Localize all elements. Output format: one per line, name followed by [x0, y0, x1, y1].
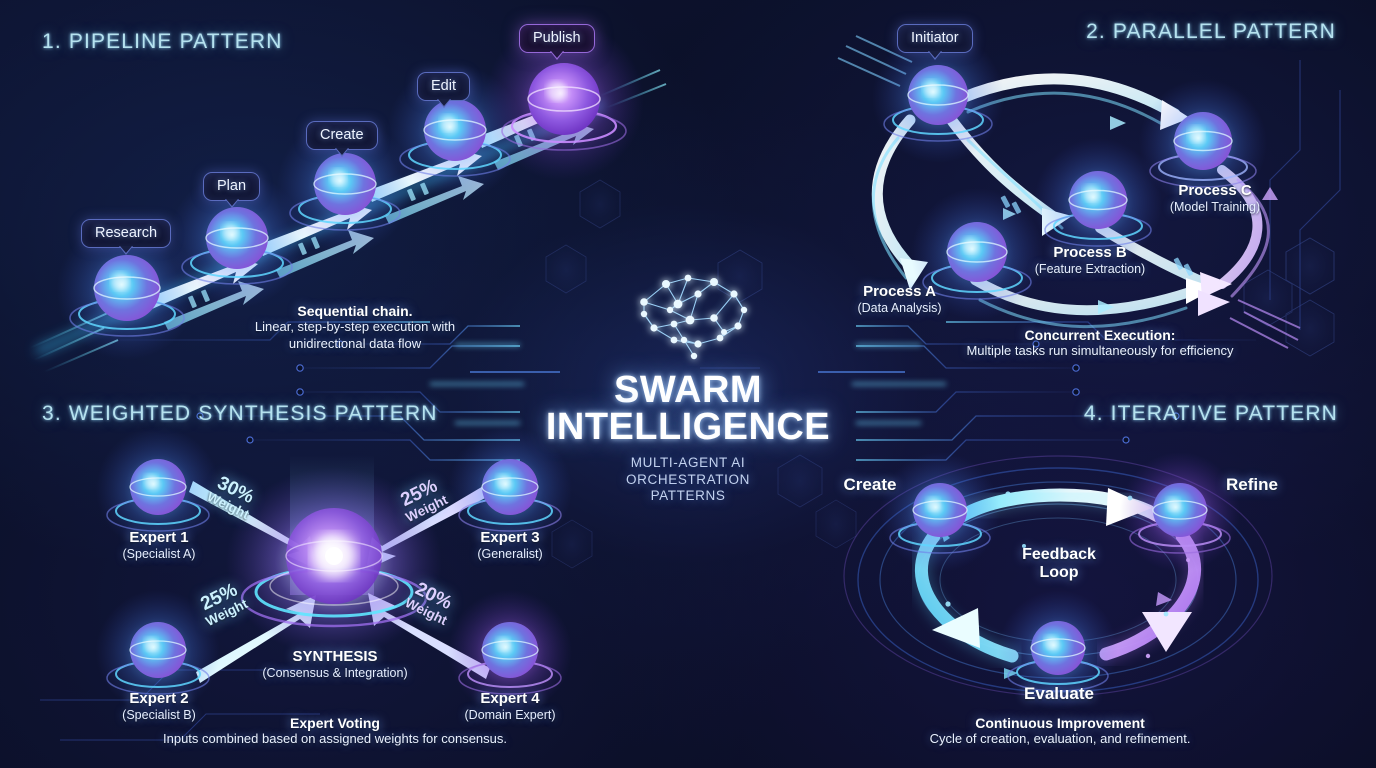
badge-label: Create — [320, 127, 364, 143]
parallel-caption-line1: Multiple tasks run simultaneously for ef… — [966, 343, 1234, 358]
feedback-loop-line2: Loop — [1039, 564, 1079, 581]
process-a-name: Process A — [863, 283, 936, 300]
iterative-create-label: Create — [843, 475, 897, 494]
badge-label: Edit — [431, 78, 456, 94]
heading-iterative: 4. ITERATIVE PATTERN — [1083, 402, 1338, 425]
brand-title: SWARM INTELLIGENCE — [538, 369, 838, 449]
expert-2-detail: (Specialist B) — [122, 708, 196, 722]
iterative-caption-title: Continuous Improvement — [975, 715, 1145, 731]
label-feedback-loop: Feedback Loop — [990, 546, 1128, 582]
brand-subtitle: MULTI-AGENT AI ORCHESTRATION PATTERNS — [538, 455, 838, 504]
brand-subtitle-line3: PATTERNS — [650, 488, 726, 504]
label-process-b: Process B (Feature Extraction) — [1012, 244, 1168, 276]
expert-3-detail: (Generalist) — [477, 547, 543, 561]
pipeline-badge-research[interactable]: Research — [81, 219, 172, 255]
heading-parallel: 2. PARALLEL PATTERN — [1086, 20, 1336, 43]
expert-4-detail: (Domain Expert) — [464, 708, 556, 722]
expert-2-name: Expert 2 — [129, 690, 189, 707]
label-synthesis-core: SYNTHESIS (Consensus & Integration) — [235, 648, 435, 680]
expert-1-detail: (Specialist A) — [122, 547, 196, 561]
pipeline-badge-create[interactable]: Create — [306, 121, 378, 157]
orb-create-iterative — [880, 452, 1000, 572]
synthesis-detail: (Consensus & Integration) — [262, 666, 408, 680]
weight-tag-expert-1: 30% Weight — [205, 472, 260, 522]
circuit-traces-right — [856, 299, 1256, 461]
parallel-badge-initiator[interactable]: Initiator — [897, 24, 973, 60]
iterative-evaluate-label: Evaluate — [1024, 684, 1094, 703]
iterative-refine-label: Refine — [1226, 475, 1278, 494]
brain-network-icon — [538, 258, 838, 366]
process-a-detail: (Data Analysis) — [857, 301, 942, 315]
process-b-detail: (Feature Extraction) — [1034, 262, 1146, 276]
synthesis-caption-title: Expert Voting — [290, 715, 380, 731]
synthesis-beam — [290, 455, 374, 595]
label-process-c: Process C (Model Training) — [1140, 182, 1290, 214]
brand-title-line2: INTELLIGENCE — [545, 406, 831, 449]
label-iterative-refine: Refine — [1202, 475, 1302, 495]
expert-4-name: Expert 4 — [480, 690, 540, 707]
label-expert-3: Expert 3 (Generalist) — [449, 529, 571, 561]
label-expert-1: Expert 1 (Specialist A) — [98, 529, 220, 561]
expert-1-name: Expert 1 — [129, 529, 189, 546]
process-c-name: Process C — [1178, 182, 1252, 199]
weight-tag-expert-4: 20% Weight — [403, 578, 458, 628]
center-brand-block: SWARM INTELLIGENCE MULTI-AGENT AI ORCHES… — [538, 258, 838, 505]
process-b-name: Process B — [1053, 244, 1127, 261]
pipeline-caption-line2: unidirectional data flow — [288, 335, 422, 351]
circuit-glow-left — [430, 343, 524, 425]
iterative-caption-line1: Cycle of creation, evaluation, and refin… — [929, 731, 1191, 746]
pipeline-caption-line1: Linear, step-by-step execution with — [254, 319, 456, 334]
heading-pipeline: 1. PIPELINE PATTERN — [42, 30, 283, 53]
label-iterative-create: Create — [820, 475, 920, 495]
weight-tag-expert-2: 25% Weight — [195, 579, 251, 629]
pipeline-badge-edit[interactable]: Edit — [417, 72, 470, 108]
pipeline-badge-publish[interactable]: Publish — [519, 24, 595, 60]
iterative-arrowheads — [932, 488, 1199, 679]
feedback-loop-line1: Feedback — [1022, 546, 1096, 563]
badge-label: Initiator — [911, 30, 959, 46]
label-expert-2: Expert 2 (Specialist B) — [98, 690, 220, 722]
label-process-a: Process A (Data Analysis) — [842, 283, 957, 315]
process-c-detail: (Model Training) — [1169, 200, 1261, 214]
pipeline-caption-title: Sequential chain. — [297, 303, 413, 319]
pipeline-badge-plan[interactable]: Plan — [203, 172, 261, 208]
brand-title-line1: SWARM — [614, 369, 762, 411]
label-iterative-evaluate: Evaluate — [1000, 684, 1118, 704]
synthesis-name: SYNTHESIS — [292, 648, 378, 665]
brand-subtitle-line2: ORCHESTRATION — [626, 471, 750, 487]
parallel-caption-title: Concurrent Execution: — [1024, 327, 1176, 343]
orb-refine — [1120, 452, 1240, 572]
pipeline-caption: Sequential chain. Linear, step-by-step e… — [235, 303, 475, 352]
synthesis-caption-line1: Inputs combined based on assigned weight… — [163, 731, 507, 746]
weight-tag-expert-3: 25% Weight — [395, 475, 451, 525]
badge-label: Publish — [533, 30, 581, 46]
circuit-nodes-left — [196, 340, 344, 444]
heading-weighted-synthesis: 3. WEIGHTED SYNTHESIS PATTERN — [42, 402, 438, 425]
parallel-caption: Concurrent Execution: Multiple tasks run… — [860, 327, 1340, 360]
iterative-caption: Continuous Improvement Cycle of creation… — [870, 715, 1250, 748]
synthesis-caption: Expert Voting Inputs combined based on a… — [150, 715, 520, 748]
expert-3-name: Expert 3 — [480, 529, 540, 546]
label-expert-4: Expert 4 (Domain Expert) — [447, 690, 573, 722]
badge-label: Plan — [217, 178, 247, 194]
brand-subtitle-line1: MULTI-AGENT AI — [630, 455, 746, 471]
badge-label: Research — [95, 225, 158, 241]
